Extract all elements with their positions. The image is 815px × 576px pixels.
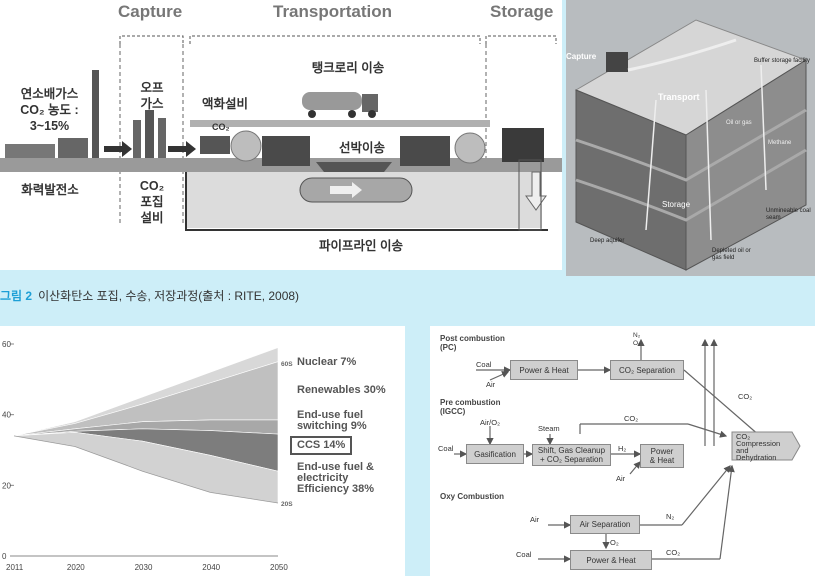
- capture-bracket: [120, 36, 183, 44]
- compression-label: CO₂ Compression and Dehydration: [736, 433, 780, 461]
- co2-label-oxy: CO₂: [666, 548, 680, 557]
- iso-buffer-label: Buffer storage facility: [754, 58, 812, 65]
- ship-label: 선박이송: [322, 140, 402, 156]
- figure-number: 그림 2: [0, 289, 32, 303]
- stage-capture-label: Capture: [118, 2, 182, 22]
- off-gas-label: 오프 가스: [126, 80, 178, 112]
- end-value-top: 60S: [281, 359, 293, 370]
- legend-nuclear: Nuclear 7%: [297, 357, 356, 368]
- coal-input-label-3: Coal: [516, 550, 531, 559]
- power-heat-box-3: Power & Heat: [570, 550, 652, 570]
- plant-building: [5, 144, 55, 158]
- co2-separation-box: CO₂ Separation: [610, 360, 684, 380]
- pre-combustion-title: Pre combustion(IGCC): [440, 398, 500, 416]
- x-tick-label: 2040: [202, 563, 220, 572]
- terminal-block: [262, 136, 310, 166]
- iso-depleted-label: Depleted oil or gas field: [712, 248, 762, 262]
- coal-input-label: Coal: [476, 360, 491, 369]
- transport-bracket: [190, 36, 480, 44]
- air-input-label-2: Air: [616, 474, 625, 483]
- h2-label: H₂: [618, 444, 626, 453]
- iso-methane-label: Methane: [768, 140, 791, 146]
- figure-caption-text: 이산화탄소 포집, 수송, 저장과정(출처 : RITE, 2008): [38, 289, 299, 303]
- y-tick-label: 60: [2, 340, 11, 349]
- capture-plant: [606, 52, 628, 72]
- storage-bracket: [486, 36, 556, 44]
- flow-arrow: [104, 141, 132, 157]
- power-plant-label: 화력발전소: [6, 182, 94, 198]
- liquefaction-label: 액화설비: [190, 96, 260, 112]
- n2-label: N₂: [666, 512, 674, 521]
- process-illustration: [0, 0, 562, 270]
- storage-block-illustration: Capture Transport Buffer storage facilit…: [566, 0, 815, 276]
- flow-arrow: [168, 141, 196, 157]
- steam-label: Steam: [538, 424, 560, 433]
- truck-tank: [302, 92, 362, 110]
- terminal-block: [400, 136, 450, 166]
- oxy-combustion-title: Oxy Combustion: [440, 492, 504, 501]
- x-tick-label: 2020: [67, 563, 85, 572]
- air-o2-label: Air/O₂: [480, 418, 500, 427]
- plant-building: [58, 138, 88, 158]
- road-strip: [190, 120, 490, 127]
- co2-tag: CO₂: [212, 122, 230, 132]
- storage-block: [502, 128, 544, 162]
- stage-transport-label: Transportation: [273, 2, 392, 22]
- flue-gas-label: 연소배가스 CO₂ 농도 : 3~15%: [2, 86, 97, 134]
- truck-cab: [362, 94, 378, 112]
- tank-lorry-label: 탱크로리 이송: [288, 60, 408, 76]
- iso-oil-gas-label: Oil or gas: [726, 120, 752, 126]
- gasification-box: Gasification: [466, 444, 524, 464]
- coal-input-label-2: Coal: [438, 444, 453, 453]
- shift-separation-box: Shift, Gas Cleanup+ CO₂ Separation: [532, 444, 611, 466]
- legend-ccs: CCS 14%: [290, 436, 352, 455]
- x-tick-label: 2050: [270, 563, 288, 572]
- iso-transport-label: Transport: [658, 92, 700, 102]
- stage-storage-label: Storage: [490, 2, 553, 22]
- legend-efficiency: End-use fuel & electricity Efficiency 38…: [297, 462, 397, 495]
- power-heat-box-2: Power& Heat: [640, 444, 684, 468]
- y-tick-label: 20: [2, 481, 11, 490]
- co2-label-post: CO₂: [738, 392, 752, 401]
- figure-caption: 그림 2 이산화탄소 포집, 수송, 저장과정(출처 : RITE, 2008): [0, 287, 299, 304]
- air-input-label: Air: [486, 380, 495, 389]
- iso-deep-aquifer-label: Deep aquifer: [590, 238, 624, 244]
- capture-tower: [158, 118, 166, 158]
- ccs-process-figure: Capture Transportation Storage 연소배가스 CO₂…: [0, 0, 562, 270]
- o2-label: O₂: [610, 538, 619, 547]
- y-tick-label: 0: [2, 552, 7, 561]
- power-heat-box: Power & Heat: [510, 360, 578, 380]
- x-tick-label: 2011: [6, 563, 24, 572]
- storage-sphere: [231, 131, 261, 161]
- air-separation-box: Air Separation: [570, 515, 640, 534]
- legend-renewables: Renewables 30%: [297, 385, 386, 396]
- liquefaction-unit: [200, 136, 230, 154]
- air-input-label-3: Air: [530, 515, 539, 524]
- capture-facility-label: CO₂ 포집 설비: [130, 178, 174, 226]
- end-value-bottom: 20S: [281, 499, 293, 510]
- pipeline-label: 파이프라인 이송: [296, 238, 426, 254]
- co2-label-pre: CO₂: [624, 414, 638, 423]
- legend-fuel-switching: End-use fuel switching 9%: [297, 410, 397, 432]
- y-tick-label: 40: [2, 411, 11, 420]
- storage-sphere: [455, 133, 485, 163]
- post-combustion-title: Post combustion(PC): [440, 334, 505, 352]
- x-tick-label: 2030: [135, 563, 153, 572]
- capture-routes-diagram: Post combustion(PC) Pre combustion(IGCC)…: [430, 326, 815, 576]
- ship-hull: [316, 162, 392, 172]
- iso-storage-label: Storage: [662, 200, 690, 209]
- capture-tower: [145, 110, 154, 158]
- iso-capture-label: Capture: [566, 52, 596, 61]
- iso-block: [566, 0, 815, 276]
- capture-tower: [133, 120, 141, 158]
- iso-coal-seam-label: Unmineable coal seam: [766, 208, 812, 222]
